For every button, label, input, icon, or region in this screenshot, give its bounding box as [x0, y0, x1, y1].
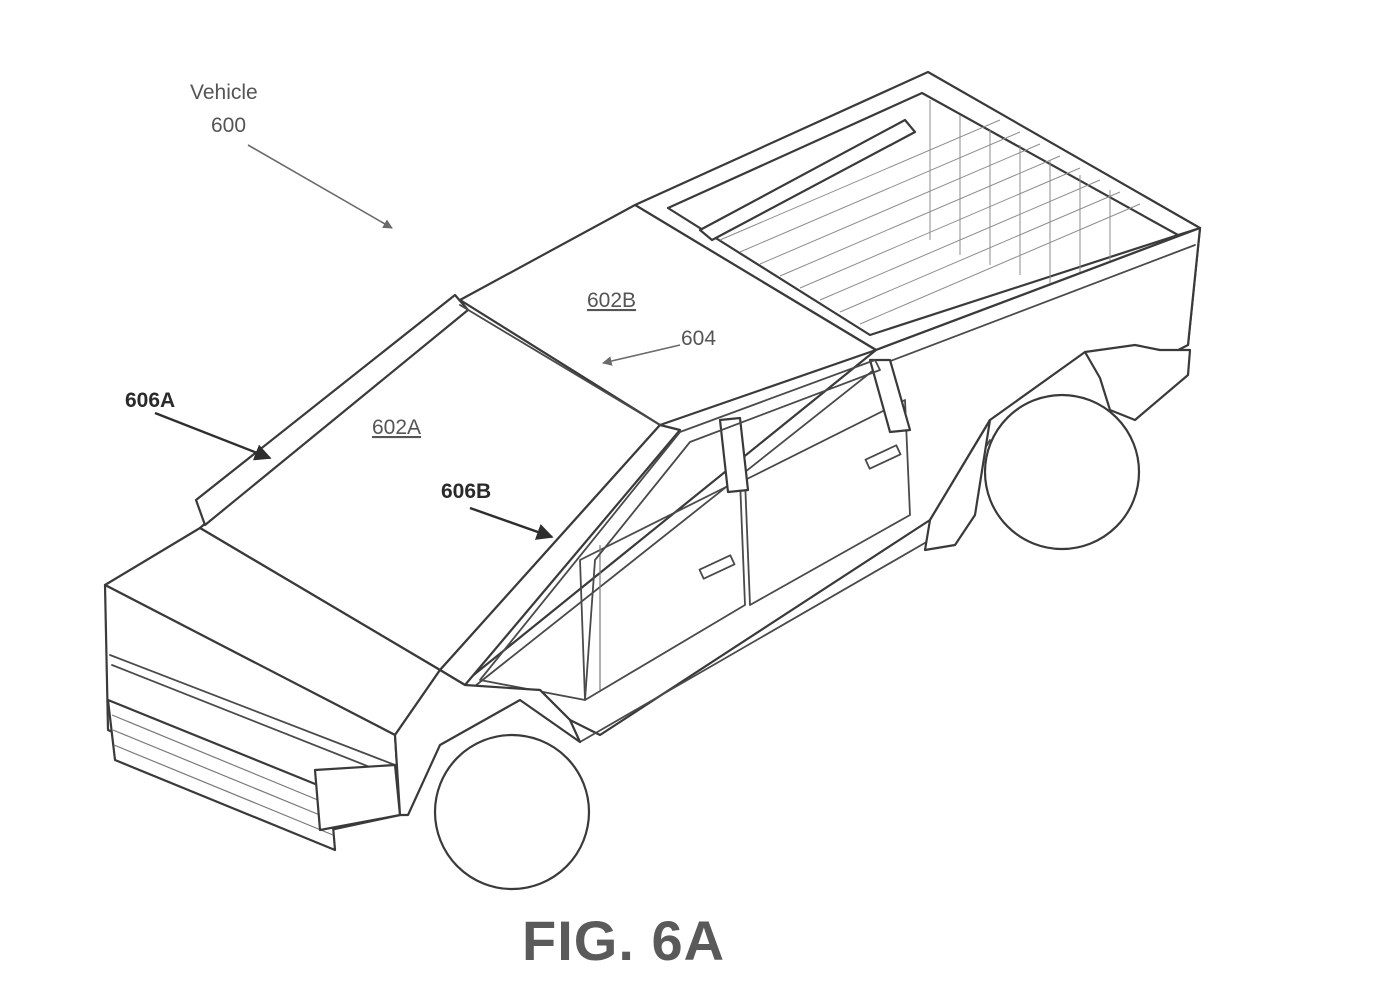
vehicle-body: [453, 226, 1202, 743]
rear-panel-label: 602B: [587, 289, 636, 312]
figure-title: FIG. 6A: [522, 909, 725, 972]
front-end: [103, 526, 582, 852]
vehicle-number-label: 600: [211, 114, 246, 137]
front-wheel: [433, 733, 591, 891]
edge-right-arrow: [469, 506, 554, 540]
vehicle-leader-arrow: [247, 144, 393, 229]
cab: [194, 203, 881, 701]
rear-wheel: [983, 393, 1141, 551]
wheels: [433, 393, 1141, 891]
vehicle-label: Vehicle: [190, 81, 258, 104]
edge-right-label: 606B: [441, 480, 491, 503]
bed-floor-hatching: [719, 100, 1141, 325]
edge-left-arrow: [154, 411, 272, 461]
interface-arrow: [602, 344, 681, 366]
edge-left-label: 606A: [125, 389, 175, 412]
interface-label: 604: [681, 327, 716, 350]
front-panel-label: 602A: [372, 416, 421, 439]
annotation-arrows: [154, 144, 681, 540]
